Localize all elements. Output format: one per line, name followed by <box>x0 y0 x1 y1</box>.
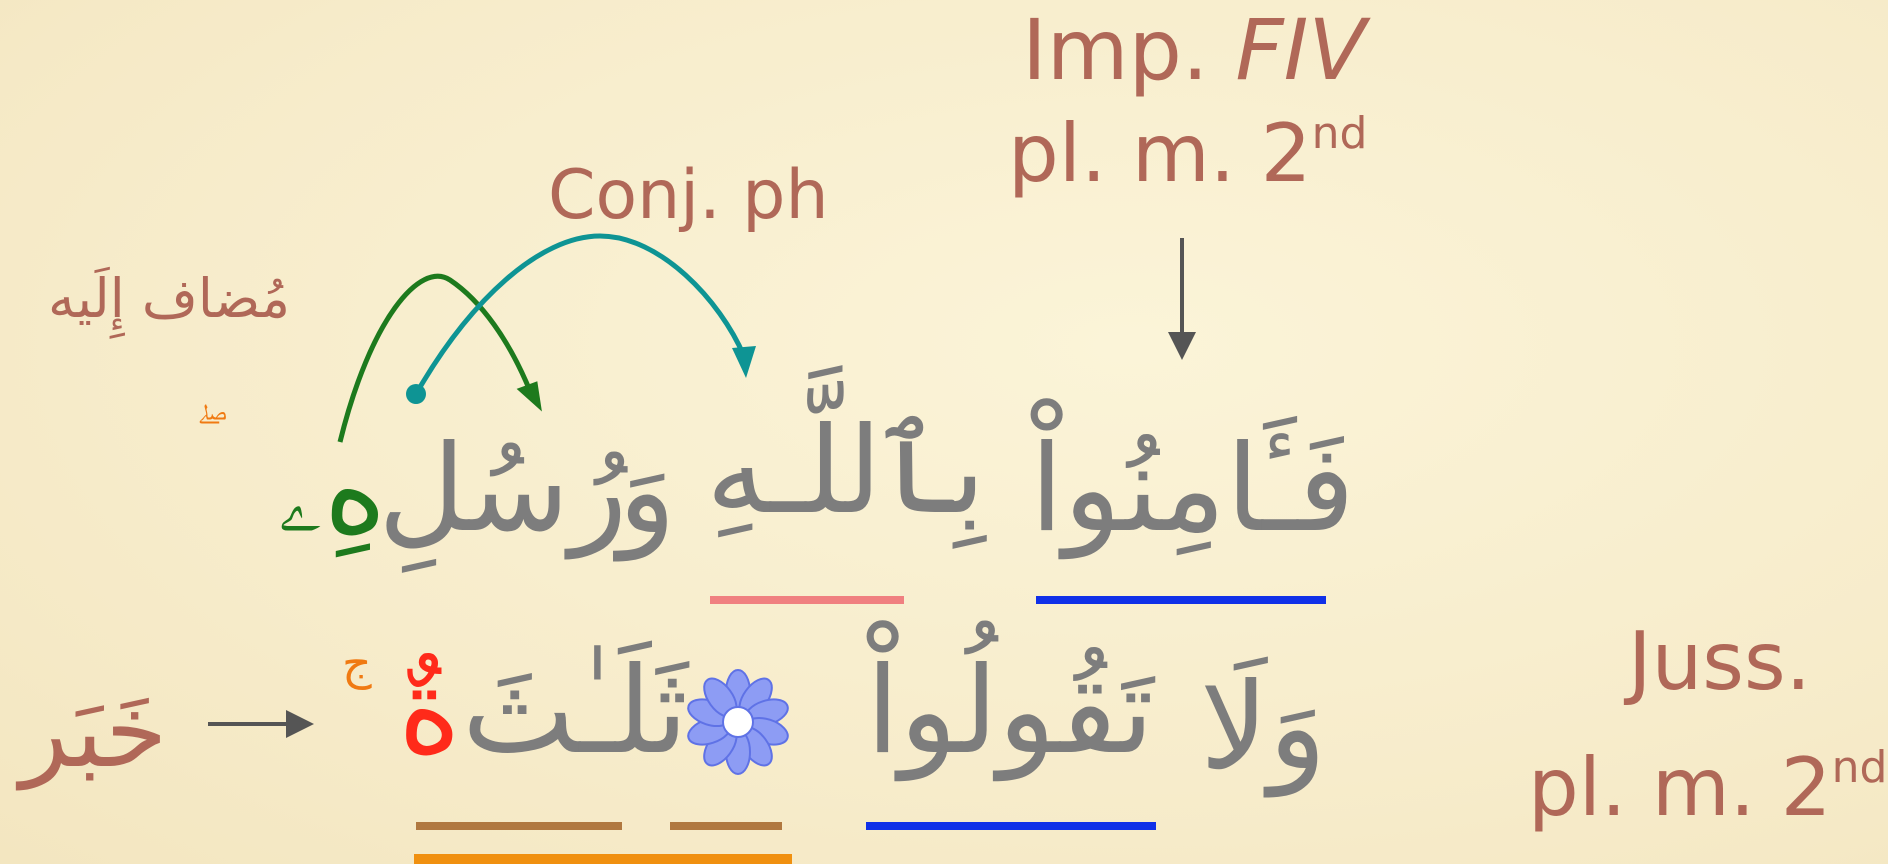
flower-ornament-icon <box>687 669 789 775</box>
imperative-person-text: pl. m. 2 <box>1008 107 1312 200</box>
underline-taqulu <box>866 822 1156 830</box>
underline-thalath-a <box>416 822 622 830</box>
jussive-person-label: pl. m. 2nd <box>1528 746 1887 828</box>
word-billahi: بِٱللَّـهِ <box>706 402 986 541</box>
underline-fa-aminu <box>1036 596 1326 604</box>
word-fa-aminu: فَـَٔامِنُواْ <box>1030 420 1355 559</box>
imperative-word: Imp. <box>1022 1 1209 99</box>
underline-billahi <box>710 596 904 604</box>
imperative-label: Imp. FIV <box>1022 8 1366 92</box>
underline-khabar-phrase <box>414 854 792 864</box>
imperative-down-arrow-head <box>1168 332 1196 360</box>
word-tun-ending: ةٌ <box>398 642 461 781</box>
pause-mark-line2: ج <box>342 636 372 690</box>
word-taqulu: تَقُولُواْ <box>866 642 1154 781</box>
word-wala: وَلَا <box>1200 658 1327 797</box>
mudaf-ilayhi-arrow-head <box>516 381 542 412</box>
khabar-label: خَبَر <box>20 673 168 790</box>
word-thalath: ثَلَـٰثَ <box>462 642 689 781</box>
imperative-person-label: pl. m. 2nd <box>1008 112 1367 194</box>
conjunction-arrow-head <box>732 346 756 378</box>
underline-thalath-b <box>670 822 782 830</box>
mudaf-ilayhi-arrow <box>337 273 535 443</box>
conjunction-phrase-label: Conj. ph <box>548 156 829 235</box>
mudaf-ilayhi-label: مُضاف إِلَيه <box>48 267 291 330</box>
word-hi-pronoun: هِۦ <box>278 422 387 561</box>
jussive-person-text: pl. m. 2 <box>1528 741 1832 834</box>
imperative-person-sup: nd <box>1311 108 1368 159</box>
form-label: FIV <box>1235 1 1366 99</box>
jussive-label: Juss. <box>1628 615 1812 708</box>
conjunction-arrow <box>413 233 747 396</box>
word-wa-line1: وَ <box>618 422 676 561</box>
conjunction-arrow-start-dot <box>406 384 426 404</box>
jussive-person-sup: nd <box>1831 742 1888 793</box>
khabar-arrow-head <box>286 710 314 738</box>
word-rusuli: رُسُلِ <box>378 420 628 559</box>
